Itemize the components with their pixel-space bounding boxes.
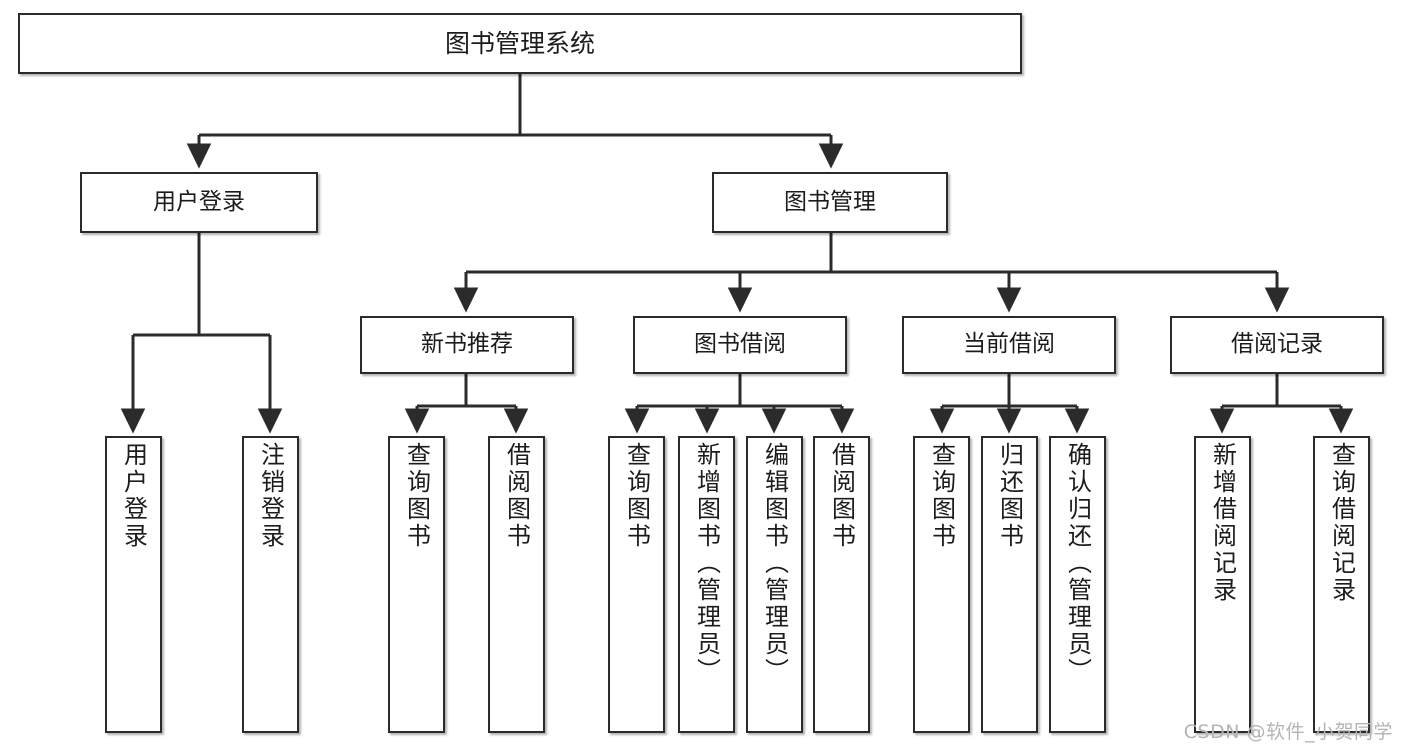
node-leaf-rec-query[interactable]: 查询图书	[388, 436, 445, 733]
node-leaf-cur-confirm-label: 确认归还（管理员）	[1063, 442, 1092, 685]
node-book-borrow-label: 图书借阅	[694, 331, 786, 358]
node-leaf-cur-confirm[interactable]: 确认归还（管理员）	[1049, 436, 1106, 733]
node-leaf-cur-query-label: 查询图书	[927, 442, 956, 550]
node-new-book-rec[interactable]: 新书推荐	[360, 316, 574, 374]
node-leaf-borrow-edit-label: 编辑图书（管理员）	[760, 442, 789, 685]
node-leaf-rec-add[interactable]: 新增借阅记录	[1194, 436, 1251, 733]
node-leaf-borrow-add-label: 新增图书（管理员）	[692, 442, 721, 685]
node-new-book-rec-label: 新书推荐	[421, 331, 513, 358]
node-leaf-borrow-edit[interactable]: 编辑图书（管理员）	[746, 436, 803, 733]
node-leaf-rec-query2[interactable]: 查询借阅记录	[1313, 436, 1370, 733]
node-current-borrow[interactable]: 当前借阅	[902, 316, 1116, 374]
node-book-manage-label: 图书管理	[784, 188, 876, 215]
node-borrow-record[interactable]: 借阅记录	[1170, 316, 1384, 374]
node-root[interactable]: 图书管理系统	[18, 13, 1022, 74]
node-leaf-borrow-lend[interactable]: 借阅图书	[813, 436, 870, 733]
node-leaf-rec-add-label: 新增借阅记录	[1208, 442, 1237, 604]
node-leaf-rec-query2-label: 查询借阅记录	[1327, 442, 1356, 604]
node-leaf-cur-return-label: 归还图书	[995, 442, 1024, 550]
node-leaf-user-logout-label: 注销登录	[256, 442, 285, 550]
node-leaf-cur-query[interactable]: 查询图书	[913, 436, 970, 733]
node-book-manage[interactable]: 图书管理	[712, 172, 948, 233]
node-leaf-user-logout[interactable]: 注销登录	[242, 436, 299, 733]
node-leaf-borrow-lend-label: 借阅图书	[827, 442, 856, 550]
node-leaf-cur-return[interactable]: 归还图书	[981, 436, 1038, 733]
node-user-login[interactable]: 用户登录	[80, 172, 318, 233]
node-leaf-rec-borrow[interactable]: 借阅图书	[488, 436, 545, 733]
node-leaf-borrow-add[interactable]: 新增图书（管理员）	[678, 436, 735, 733]
node-leaf-rec-borrow-label: 借阅图书	[502, 442, 531, 550]
node-book-borrow[interactable]: 图书借阅	[633, 316, 847, 374]
node-borrow-record-label: 借阅记录	[1231, 331, 1323, 358]
node-leaf-user-login[interactable]: 用户登录	[105, 436, 162, 733]
node-leaf-rec-query-label: 查询图书	[402, 442, 431, 550]
node-current-borrow-label: 当前借阅	[963, 331, 1055, 358]
node-leaf-borrow-query[interactable]: 查询图书	[608, 436, 665, 733]
node-leaf-user-login-label: 用户登录	[119, 442, 148, 550]
node-user-login-label: 用户登录	[153, 188, 245, 215]
node-leaf-borrow-query-label: 查询图书	[622, 442, 651, 550]
node-root-label: 图书管理系统	[444, 28, 595, 58]
